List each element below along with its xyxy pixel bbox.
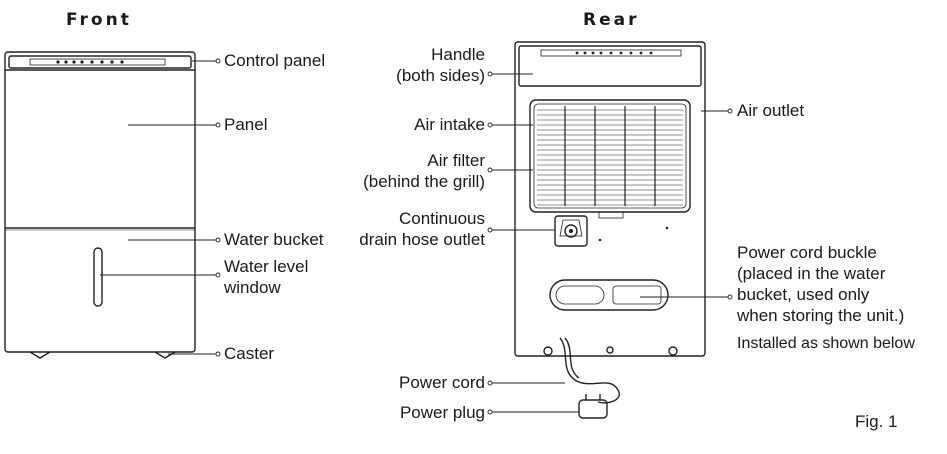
front-title: Front <box>66 10 132 30</box>
label-cord-buckle-line1: Power cord buckle <box>737 243 877 262</box>
label-handle-line2: (both sides) <box>396 66 485 85</box>
label-control-panel: Control panel <box>224 51 326 70</box>
front-control-panel <box>8 55 192 69</box>
label-installed-note: Installed as shown below <box>737 335 915 352</box>
label-power-cord: Power cord <box>399 373 485 392</box>
label-water-level-line1: Water level <box>224 257 309 276</box>
label-air-intake: Air intake <box>414 115 485 134</box>
rear-handle <box>518 45 702 87</box>
label-power-plug: Power plug <box>399 403 485 422</box>
front-water-window <box>93 247 103 307</box>
label-air-outlet: Air outlet <box>737 101 805 120</box>
label-water-level-line2: window <box>224 278 281 297</box>
label-air-filter-line1: Air filter <box>427 151 485 170</box>
label-water-bucket: Water bucket <box>224 230 324 249</box>
label-panel: Panel <box>224 115 268 134</box>
figure-label: Fig. 1 <box>855 412 898 431</box>
rear-title: Rear <box>583 10 640 30</box>
label-cord-buckle-line3: bucket, used only <box>737 285 870 304</box>
label-handle-line1: Handle <box>431 45 485 64</box>
rear-power-plug <box>578 394 608 419</box>
label-cord-buckle-line2: (placed in the water <box>737 264 886 283</box>
label-air-filter-line2: (behind the grill) <box>363 172 485 191</box>
label-drain-line1: Continuous <box>398 209 485 228</box>
front-unit <box>4 51 196 359</box>
rear-drain-outlet <box>554 215 588 247</box>
label-drain-line2: drain hose outlet <box>359 230 485 249</box>
rear-cord-buckle <box>549 279 669 311</box>
label-caster: Caster <box>224 344 275 363</box>
rear-unit <box>514 41 706 419</box>
label-cord-buckle-line4: when storing the unit.) <box>737 306 905 325</box>
rear-power-cord <box>559 337 620 404</box>
